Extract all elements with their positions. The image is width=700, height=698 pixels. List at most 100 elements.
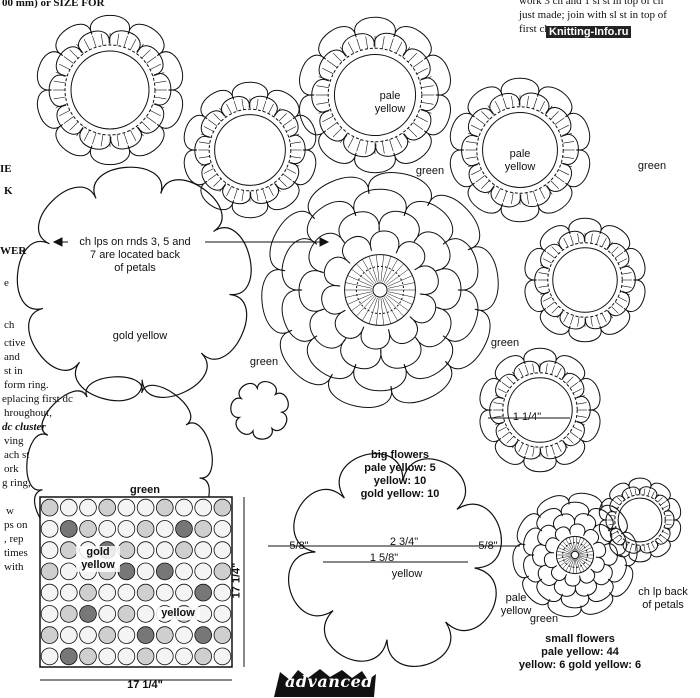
label-pale-right-1: pale — [509, 148, 531, 160]
assembly-motif — [213, 520, 232, 538]
assembly-motif — [60, 541, 78, 559]
assembly-motif — [175, 647, 193, 666]
label-pale-bottom-2: yellow — [500, 605, 532, 617]
assembly-motif — [40, 626, 59, 644]
assembly-motif — [156, 498, 174, 517]
left-text-6: and — [4, 351, 20, 363]
petal-outline-big — [288, 453, 502, 667]
assembly-motif — [136, 647, 155, 666]
assembly-motif — [60, 626, 78, 644]
assembly-motif — [175, 498, 193, 517]
label-green-left: green — [249, 356, 279, 368]
assembly-motif — [213, 541, 232, 559]
label-dim-1-1-4: 1 1/4" — [512, 411, 542, 423]
label-gold-yellow: gold yellow — [112, 330, 168, 342]
note-arrow — [52, 237, 330, 247]
assembly-motif — [98, 626, 116, 644]
assembly-motif — [175, 520, 193, 538]
dim-5-8-left: 5/8" — [289, 540, 309, 552]
left-text-12: ving — [4, 435, 24, 447]
assembly-motif — [175, 562, 193, 581]
assembly-width: 17 1/4" — [127, 679, 163, 691]
assembly-motif — [40, 647, 59, 666]
assembly-motif — [60, 647, 78, 666]
left-text-9: eplacing first dc — [2, 393, 73, 405]
small-flowers-title: small flowers — [545, 633, 615, 645]
top-right-text-3: first ch — [519, 23, 550, 35]
assembly-motif — [175, 541, 193, 559]
assembly-motif — [175, 583, 193, 602]
flower-right-upper — [449, 77, 591, 223]
assembly-motif — [194, 541, 213, 559]
flower-right-lower — [479, 347, 601, 473]
assembly-motif — [60, 498, 78, 517]
assembly-gold-2: yellow — [76, 559, 120, 572]
assembly-motif — [40, 520, 59, 538]
assembly-motif — [156, 541, 174, 559]
left-text-13: ach st — [4, 449, 30, 461]
left-text-20: with — [4, 561, 24, 573]
left-text-4: ch — [4, 319, 15, 331]
assembly-motif — [194, 498, 213, 517]
assembly-motif — [40, 498, 59, 517]
label-yellow-center: yellow — [391, 568, 423, 580]
assembly-motif — [213, 498, 232, 517]
assembly-motif — [60, 605, 78, 623]
assembly-motif — [194, 626, 213, 644]
left-text-1: K — [4, 185, 13, 197]
assembly-motif — [194, 647, 213, 666]
left-text-14: ork — [4, 463, 19, 475]
top-right-text-2: just made; join with sl st in top of — [519, 9, 667, 21]
assembly-motif — [156, 520, 174, 538]
note-ch-lps-2: 7 are located back — [90, 249, 180, 261]
assembly-motif — [117, 605, 136, 623]
assembly-motif — [117, 520, 136, 538]
assembly-motif — [79, 647, 97, 666]
small-flowers-count-2: yellow: 6 gold yellow: 6 — [518, 659, 642, 671]
assembly-motif — [136, 626, 155, 644]
assembly-motif — [98, 583, 116, 602]
assembly-motif — [98, 498, 116, 517]
small-flowers-count-1: pale yellow: 44 — [541, 646, 619, 658]
assembly-motif — [194, 520, 213, 538]
label-pale-top-1: pale — [379, 90, 401, 102]
assembly-motif — [213, 626, 232, 644]
assembly-layout — [39, 496, 245, 681]
assembly-motif — [194, 583, 213, 602]
flower-top-center — [299, 16, 451, 174]
left-text-19: times — [4, 547, 28, 559]
assembly-motif — [136, 605, 155, 623]
assembly-motif — [98, 605, 116, 623]
big-flower-center — [261, 172, 499, 408]
assembly-motif — [213, 605, 232, 623]
assembly-motif — [117, 583, 136, 602]
assembly-motif — [79, 583, 97, 602]
assembly-motif — [156, 562, 174, 581]
assembly-motif — [40, 605, 59, 623]
dim-5-8-right: 5/8" — [478, 540, 498, 552]
left-text-16: w — [6, 505, 14, 517]
assembly-motif — [136, 520, 155, 538]
assembly-motif — [156, 626, 174, 644]
assembly-motif — [213, 562, 232, 581]
left-text-3: e — [4, 277, 9, 289]
assembly-yellow: yellow — [156, 607, 200, 620]
label-green-mid-right: green — [490, 337, 520, 349]
left-text-7: st in — [4, 365, 23, 377]
dim-2-3-4: 2 3/4" — [389, 536, 419, 548]
assembly-height: 17 1/4" — [230, 562, 243, 599]
note-ch-lps-1: ch lps on rnds 3, 5 and — [79, 236, 191, 248]
label-green-bottom: green — [529, 613, 559, 625]
assembly-motif — [40, 562, 59, 581]
flower-top-left — [36, 15, 184, 165]
assembly-motif — [60, 520, 78, 538]
left-text-11: dc cluster — [2, 421, 46, 433]
top-right-text-1: work 3 ch and 1 sl st in top of ch — [519, 0, 664, 7]
dim-1-5-8: 1 5/8" — [369, 552, 399, 564]
assembly-motif — [60, 562, 78, 581]
label-ch-lp-back-1: ch lp back — [638, 586, 688, 598]
big-flowers-count-2: yellow: 10 — [373, 475, 427, 487]
petal-outline-gold — [16, 166, 252, 402]
advanced-badge — [274, 669, 376, 697]
assembly-motif — [40, 541, 59, 559]
